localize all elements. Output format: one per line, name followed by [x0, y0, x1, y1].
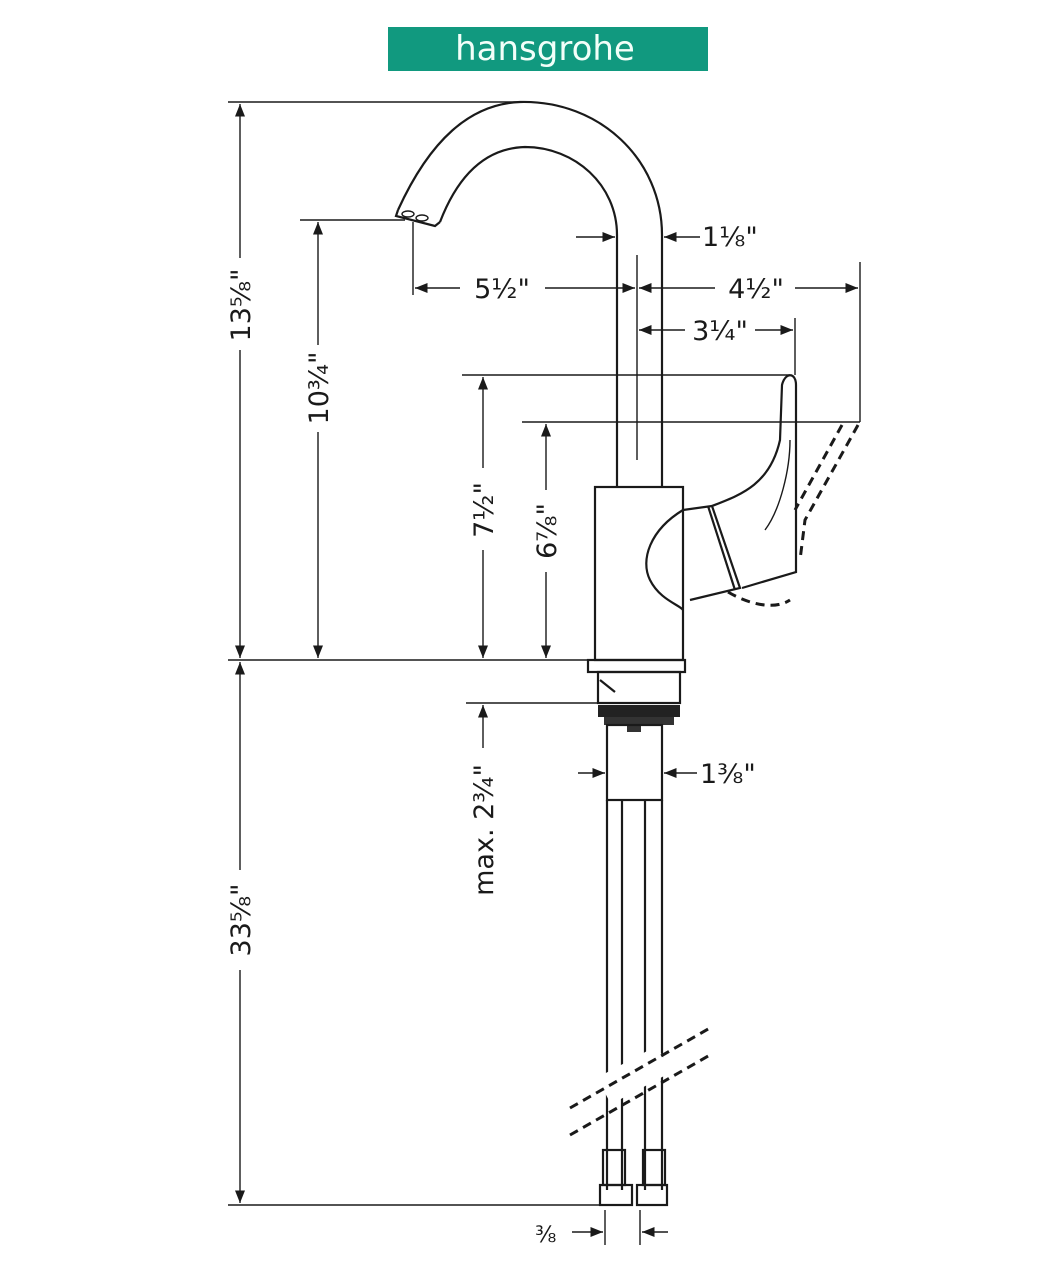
reference-lines [228, 101, 861, 1245]
horizontal-dimensions: 1⅛" 5½" 4½" 3¼" 1⅜" ⅜ [415, 222, 858, 1248]
vertical-dimensions: 13⅝" 33⅝" 10¾" 7½" 6⅞" max. 2¾" [226, 104, 563, 1203]
faucet [394, 100, 860, 1207]
spout-reach-label: 5½" [474, 274, 530, 305]
brand-logo: hansgrohe [388, 27, 708, 71]
lever-clearance-label: 4½" [728, 274, 784, 305]
shank-diameter-label: 1⅜" [700, 759, 756, 790]
hose-length-label: 33⅝" [226, 884, 257, 957]
brand-logo-text: hansgrohe [455, 29, 635, 69]
max-deck-thickness-label: max. 2¾" [469, 764, 500, 896]
connection-size-label: ⅜ [535, 1223, 556, 1248]
spout-diameter-label: 1⅛" [702, 222, 758, 253]
lever-pivot-height-label: 6⅞" [532, 503, 563, 559]
lever-reach-label: 3¼" [692, 316, 748, 347]
spout-height-label: 10¾" [304, 352, 335, 425]
total-height-label: 13⅝" [226, 269, 257, 342]
lever-height-label: 7½" [469, 482, 500, 538]
